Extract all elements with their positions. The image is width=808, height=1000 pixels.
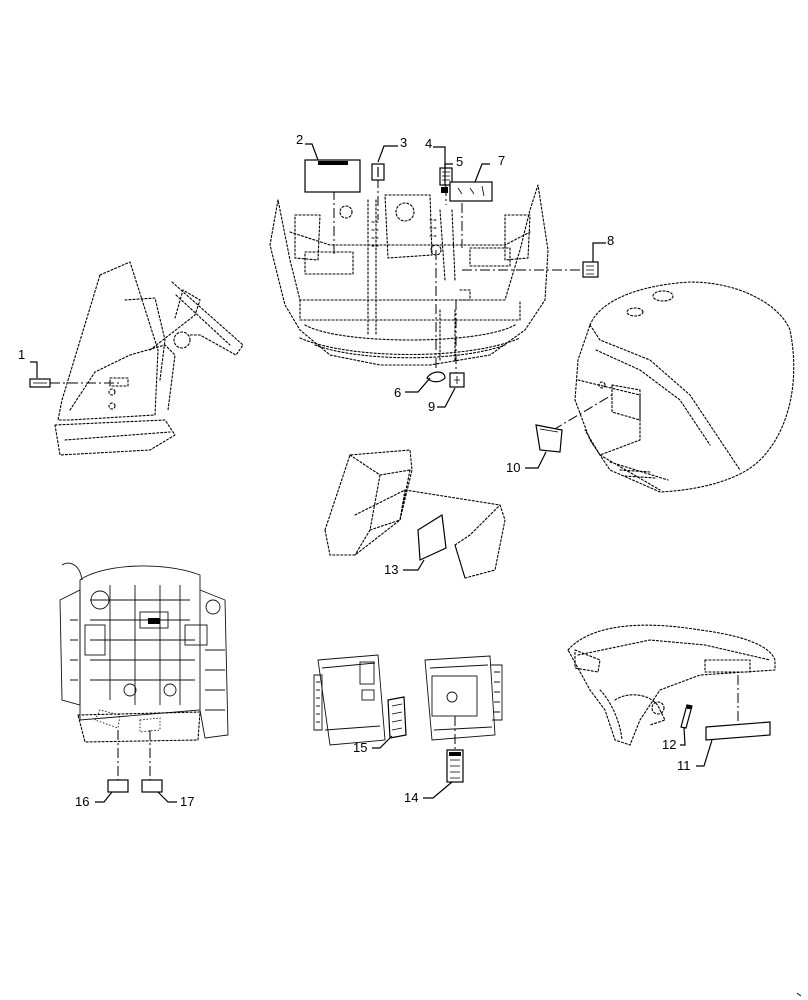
callout-1: 1 [18,347,25,362]
cab-rear-view [269,178,583,375]
callout-13: 13 [384,562,398,577]
callout-17: 17 [180,794,194,809]
decal-10 [535,424,563,453]
callout-11: 11 [677,758,691,773]
decal-13 [417,513,447,561]
callout-3: 3 [400,135,407,150]
side-panel-view [324,449,506,579]
corner-mark [796,992,802,997]
callout-10: 10 [506,460,520,475]
callout-4: 4 [425,136,432,151]
callout-16: 16 [75,794,89,809]
decal-1 [29,378,51,388]
decal-16 [107,779,129,793]
decal-15 [387,696,407,739]
callout-9: 9 [428,399,435,414]
decal-8 [582,261,599,278]
decal-2 [304,159,361,193]
control-module-view [313,654,503,750]
callout-12: 12 [662,737,676,752]
decal-6 [426,371,446,383]
callout-7: 7 [498,153,505,168]
engine-view [59,562,229,780]
decal-11 [705,721,771,741]
decal-12 [680,704,693,729]
decal-14 [446,749,464,783]
loader-arm-view [50,261,244,456]
rear-fender-view [567,624,776,746]
callout-leaders [30,143,713,803]
callout-15: 15 [353,740,367,755]
callout-5: 5 [456,154,463,169]
callout-14: 14 [404,790,418,805]
decal-4 [439,167,453,186]
decal-7 [449,181,493,202]
decal-9 [449,372,465,388]
decal-17 [141,779,163,793]
callout-2: 2 [296,132,303,147]
fender-view [552,281,795,493]
callout-6: 6 [394,385,401,400]
decal-5 [441,187,448,193]
callout-8: 8 [607,233,614,248]
decal-3 [371,163,385,181]
